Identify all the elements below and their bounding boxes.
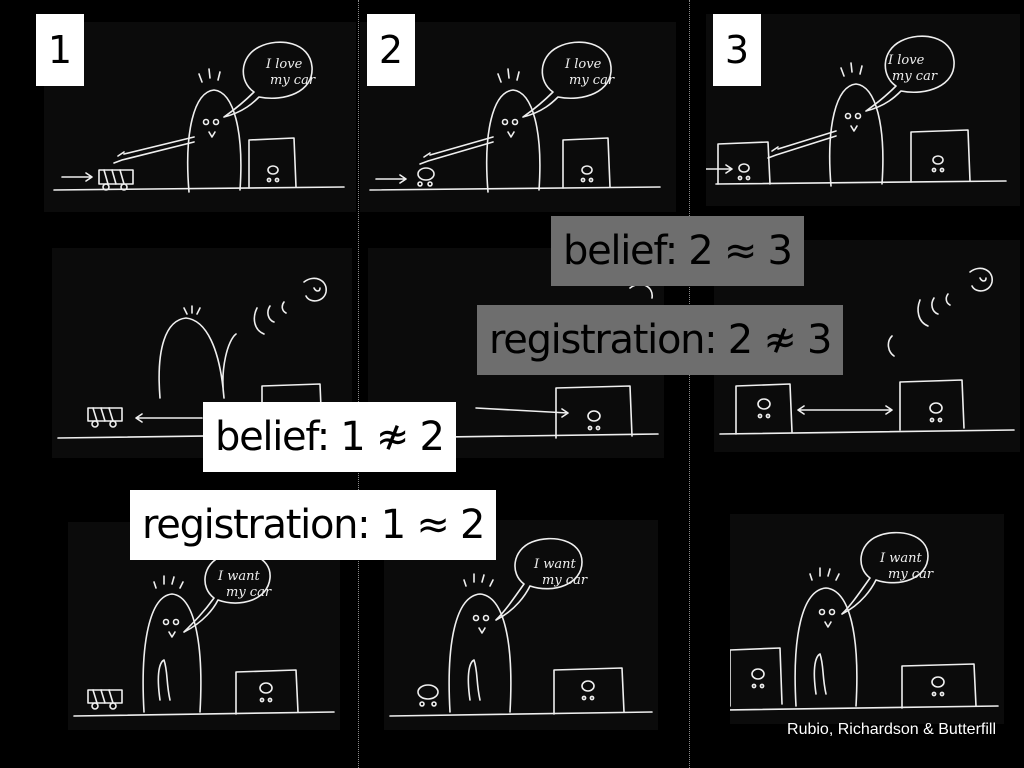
label-belief-1-2: belief: 1 ≉ 2 [203,402,456,472]
sketch-person-wants-car-2: I want my car [389,537,653,717]
speech-text: my car [888,567,934,582]
speech-text: my car [569,73,615,88]
panel-col3-row3: I want my car [730,514,1004,724]
panel-col1-row1: I love my car [44,22,356,212]
sketch-person-wants-car-3: I want my car [730,531,999,711]
sketch-boxes-swapped-3 [719,267,1015,435]
speech-text: I want [533,557,577,572]
column-number-2: 2 [367,14,415,86]
label-registration-2-3: registration: 2 ≉ 3 [477,305,844,375]
column-divider-2 [689,0,690,768]
speech-text: I love [887,53,925,68]
speech-text: I love [564,57,602,72]
sketch-person-pushes-car-1: I love my car [53,41,345,193]
speech-text: I love [265,57,303,72]
sketch-person-pushes-box-3: I love my car [706,35,1007,187]
label-belief-2-3: belief: 2 ≈ 3 [551,216,804,286]
speech-text: my car [226,585,272,600]
speech-text: my car [542,573,588,588]
label-registration-1-2: registration: 1 ≈ 2 [130,490,497,560]
speech-text: my car [270,73,316,88]
speech-text: I want [879,551,923,566]
speech-text: my car [892,69,938,84]
credit-text: Rubio, Richardson & Butterfill [787,721,996,738]
sketch-person-wants-car-1: I want my car [73,552,335,717]
column-number-3: 3 [713,14,761,86]
sketch-person-pushes-car-2: I love my car [369,41,661,193]
column-number-1: 1 [36,14,84,86]
speech-text: I want [217,569,261,584]
column-divider-1 [358,0,359,768]
